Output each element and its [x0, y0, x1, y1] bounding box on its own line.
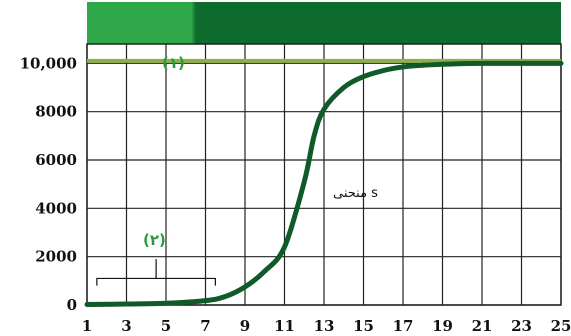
y-tick-label: 4000: [35, 199, 77, 217]
y-tick-label: 8000: [35, 103, 77, 121]
x-tick-label: 21: [472, 317, 493, 335]
bracket-label: (۲): [143, 231, 166, 249]
grid: [86, 43, 562, 306]
x-tick-label: 7: [200, 317, 210, 335]
header-band: [87, 2, 561, 44]
x-tick-label: 1: [82, 317, 92, 335]
annotations: (۱) منحنی s (۲): [96, 54, 378, 286]
x-tick-label: 11: [274, 317, 295, 335]
x-tick-label: 25: [551, 317, 571, 335]
x-tick-label: 23: [511, 317, 532, 335]
x-tick-label: 3: [121, 317, 131, 335]
y-tick-label: 2000: [35, 248, 77, 266]
line1-label: (۱): [162, 54, 185, 72]
x-tick-label: 9: [240, 317, 250, 335]
x-tick-label: 5: [161, 317, 171, 335]
y-tick-label: 6000: [35, 151, 77, 169]
y-tick-label: 10,000: [20, 54, 77, 72]
bracket-2: [96, 259, 216, 286]
series-layer: [84, 58, 564, 308]
x-tick-label: 19: [432, 317, 453, 335]
x-tick-label: 15: [353, 317, 374, 335]
series-s-curve: [84, 60, 564, 308]
x-tick-label: 13: [314, 317, 335, 335]
x-tick-label: 17: [393, 317, 414, 335]
y-tick-label: 0: [67, 296, 77, 314]
curve-label: منحنی s: [333, 186, 378, 201]
